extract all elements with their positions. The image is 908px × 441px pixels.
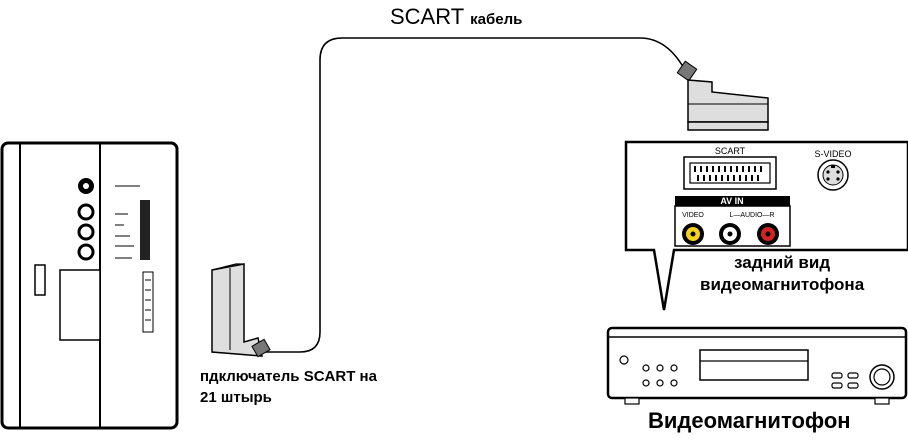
tv-jack-video <box>77 203 95 221</box>
panel-s-video-label: S-VIDEO <box>814 149 851 159</box>
scart-cable <box>265 37 687 353</box>
scart-plug-label: пдключатель SCART на 21 штырь <box>200 366 440 408</box>
rear-scart-socket <box>683 156 777 190</box>
s-video-socket <box>817 159 849 191</box>
vcr-label: Видеомагнитофон <box>648 408 851 433</box>
plug-label-line2: 21 штырь <box>200 389 272 406</box>
rear-view-label: задний вид видеомагнитофона <box>700 252 864 296</box>
cable-label-main: SCART <box>390 4 465 29</box>
vcr-front <box>606 326 908 405</box>
rear-view-line2: видеомагнитофона <box>700 275 865 294</box>
tv-jack-audio-r <box>77 243 95 261</box>
panel-audio-label: L—AUDIO—R <box>729 212 774 219</box>
tv-side-view <box>0 141 179 430</box>
scart-plug-vcr <box>676 60 769 131</box>
panel-video-label: VIDEO <box>682 212 704 219</box>
scart-plug-tv <box>211 263 271 358</box>
plug-label-line1: пдключатель SCART на <box>200 368 377 385</box>
jack-audio-right <box>757 223 779 245</box>
jack-video <box>682 223 704 245</box>
tv-jack-audio-l <box>77 223 95 241</box>
cable-label-sub: кабель <box>470 11 523 28</box>
cable-label: SCART кабель <box>390 4 522 30</box>
panel-av-in-label: AV IN <box>720 196 743 206</box>
tv-jack-s-video <box>78 178 94 194</box>
panel-scart-label: SCART <box>715 146 746 156</box>
jack-audio-left <box>719 223 741 245</box>
rear-view-line1: задний вид <box>734 253 831 272</box>
